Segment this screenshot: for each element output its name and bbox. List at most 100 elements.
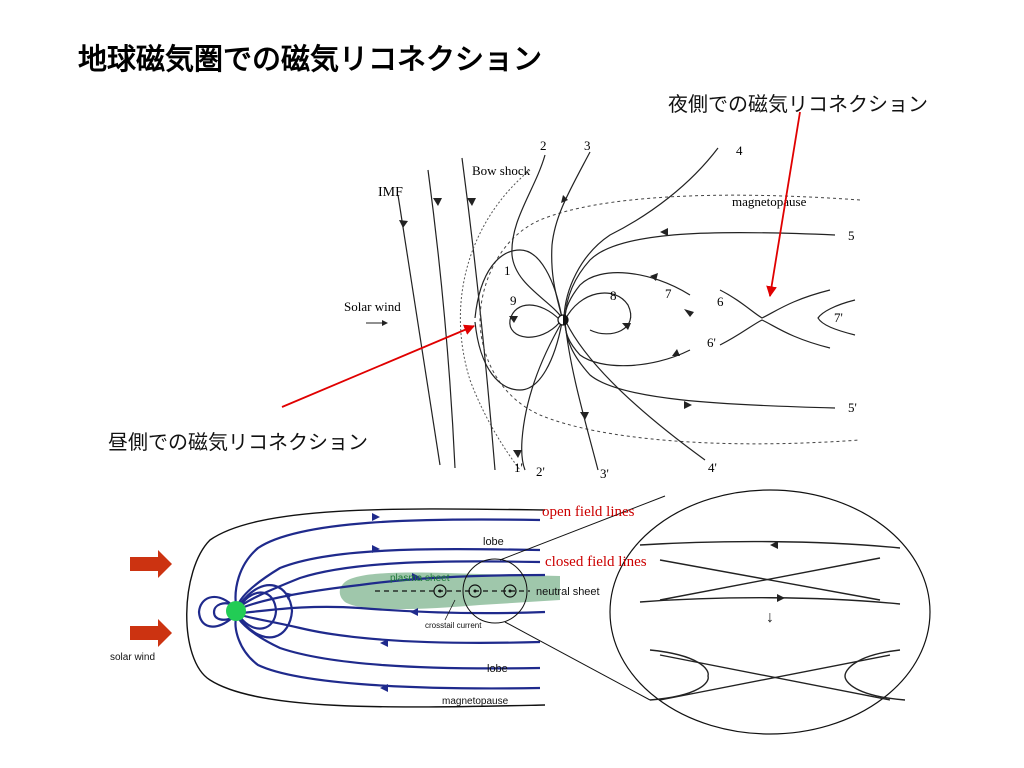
field-line-3p [564,321,599,471]
field-line-5 [564,231,836,319]
imf-line-c [461,157,496,471]
arrow-line-2p [513,450,522,458]
field-line-2 [511,154,563,319]
imf-arrow-b [433,198,442,206]
zoom-arrow-2 [777,594,785,602]
solar-wind-label: Solar wind [344,299,401,314]
tail-line-top-1 [234,518,541,606]
arrow-line-5 [660,228,668,236]
line-label-6p: 6' [707,335,716,350]
zoom-source-circle [462,558,528,624]
magnetopause-boundary [186,508,546,708]
magnetopause-label: magnetopause [732,194,807,209]
imf-arrow-a [399,220,408,228]
field-line-1p [474,321,563,391]
zoom-top-upper-line [639,540,901,549]
line-label-5p: 5' [848,400,857,415]
zoom-detail-ellipse [609,489,931,735]
field-line-2p [521,321,563,471]
line-label-3p: 3' [600,466,609,481]
zoom-connector-bottom [504,621,651,701]
earth [226,601,246,621]
solar-wind-arrow-head [382,320,388,326]
arrowhead-loop [284,592,292,600]
line-label-5: 5 [848,228,855,243]
dayside-loop-outer [197,595,233,628]
lobe-bottom-label: lobe [487,663,508,675]
open-field-lines-label: open field lines [542,504,635,520]
arrowhead-top-closed [412,573,420,581]
crosstail-pointer [444,599,456,621]
imf-line-a [397,194,441,466]
magnetopause-label-bottom: magnetopause [442,696,509,707]
solar-wind-label-bottom: solar wind [110,652,155,663]
field-line-4 [563,147,719,319]
solar-wind-arrow-lower [130,619,172,647]
magnetosphere-field-line-diagram: IMF Bow shock Solar wind magnetopause 1 … [281,111,861,481]
zoom-top-cross-b [659,557,881,601]
nightside-loop-2 [239,584,294,639]
arrowhead-bottom-3 [380,639,388,647]
imf-line-b [427,169,456,469]
line-label-1p: 1' [514,460,523,475]
arrowhead-top-2 [372,545,380,553]
arrow-line-9 [509,316,518,323]
imf-arrow-c [467,198,476,206]
tail-line-top-3 [237,560,541,609]
earth-nightside [563,315,568,325]
arrow-line-5p [684,401,692,409]
field-line-5p [564,321,836,409]
zoom-connector-top [499,495,666,561]
current-symbol-2 [468,584,482,598]
current-symbol-1 [433,584,447,598]
arrowhead-bottom-closed [410,608,418,616]
zoom-bottom-left-curve [649,649,709,701]
nightside-reconnection-label: 夜側での磁気リコネクション [668,92,928,116]
line-label-4: 4 [736,143,743,158]
neutral-sheet-label: neutral sheet [536,586,600,598]
arrow-line-6p [672,349,680,356]
zoom-top-lower-line [639,597,901,605]
dayside-pointer-arrow [281,324,475,408]
zoom-bottom-cross-b [659,654,891,701]
field-line-8 [564,292,632,335]
arrowhead-top-1 [372,513,380,521]
line-label-9: 9 [510,293,517,308]
dayside-reconnection-label: 昼側での磁気リコネクション [108,430,368,454]
nightside-pointer-arrow [766,111,801,298]
lobe-top-label: lobe [483,536,504,548]
line-label-1: 1 [504,263,511,278]
field-line-7p [817,299,856,336]
line-label-7p: 7' [834,310,843,325]
field-line-9 [509,304,561,338]
arrow-line-3p [580,412,589,420]
tail-line-closed-bottom [238,605,546,615]
magnetopause-curve [479,194,861,445]
line-label-6: 6 [717,294,724,309]
dayside-loop-inner [212,602,235,621]
line-label-2p: 2' [536,464,545,479]
arrow-line-3 [561,195,568,203]
field-line-7 [564,272,691,319]
arrowhead-bottom-1 [380,684,388,692]
tail-line-top-2 [235,548,541,608]
arrow-line-nx [684,309,694,317]
page-title: 地球磁気圏での磁気リコネクション [78,42,543,76]
line-label-7: 7 [665,286,672,301]
closed-field-lines-label: closed field lines [545,554,647,570]
field-line-6 [719,289,831,319]
crosstail-current-label: crosstail current [425,621,482,630]
field-line-6-lower [719,319,831,349]
nightside-loop-1 [239,591,278,630]
current-symbol-3 [503,584,517,598]
zoom-top-cross-a [659,559,881,601]
line-label-4p: 4' [708,460,717,475]
arrow-line-8 [622,323,631,330]
solar-wind-arrow-upper [130,550,172,578]
zoom-arrow-1 [770,541,778,549]
tail-line-bottom-3 [237,612,541,644]
line-label-3: 3 [584,138,591,153]
zoom-transition-arrow: ↓ [766,609,774,626]
tail-line-closed-top [238,573,546,611]
